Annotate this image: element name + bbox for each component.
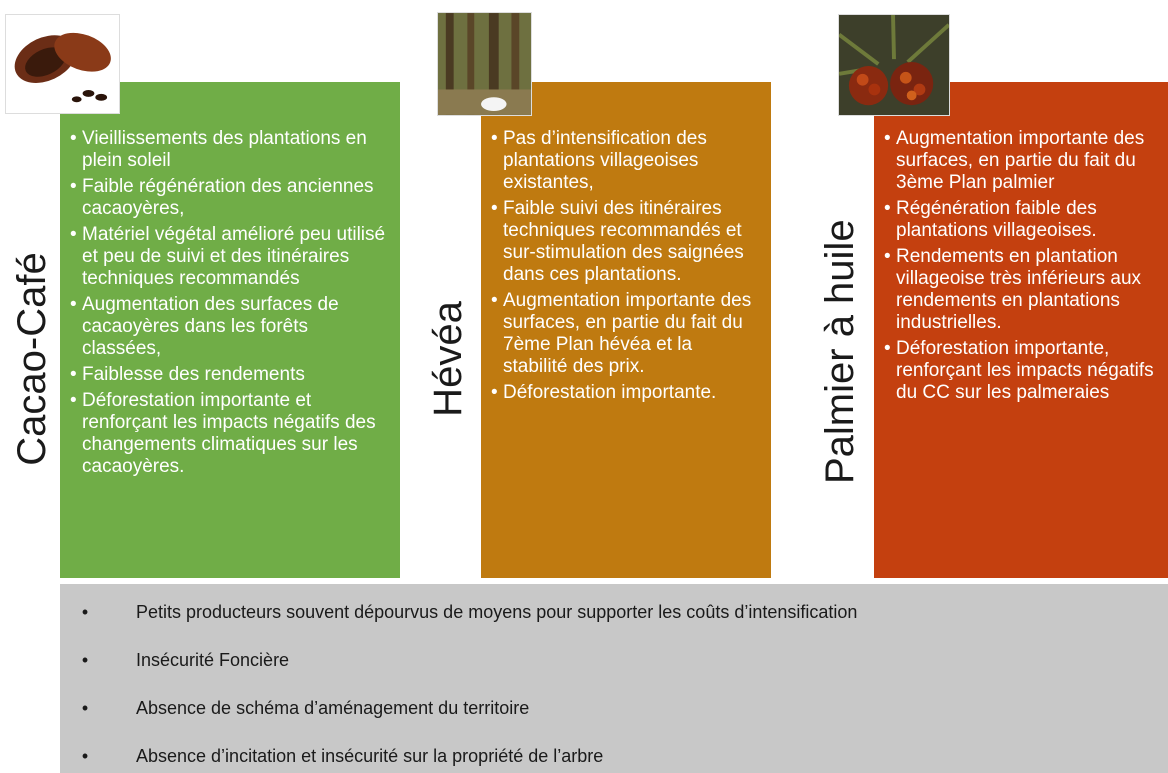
list-item: Déforestation importante. [491,382,759,404]
list-item: Vieillissements des plantations en plein… [70,128,388,172]
list-item: Pas d’intensification des plantations vi… [491,128,759,194]
cacao-cafe-bullet-list: Vieillissements des plantations en plein… [70,128,388,478]
list-item: Faible régénération des anciennes cacaoy… [70,176,388,220]
bullet-glyph: • [81,698,89,718]
hevea-bullet-list: Pas d’intensification des plantations vi… [491,128,759,404]
list-item: Augmentation importante des surfaces, en… [491,290,759,378]
constraints-panel: • Petits producteurs souvent dépourvus d… [60,584,1168,773]
hevea-title: Hévéa [426,301,470,417]
list-item: Augmentation importante des surfaces, en… [884,128,1156,194]
constraint-text: Insécurité Foncière [136,650,290,670]
palmier-title: Palmier à huile [818,219,862,484]
bullet-glyph: • [81,650,89,670]
constraints-list: • Petits producteurs souvent dépourvus d… [80,600,1168,768]
list-item: • Insécurité Foncière [80,648,1168,672]
list-item: Régénération faible des plantations vill… [884,198,1156,242]
hevea-panel: Pas d’intensification des plantations vi… [481,82,771,578]
oil-palm-fruit-icon [838,14,950,116]
list-item: • Petits producteurs souvent dépourvus d… [80,600,1168,624]
list-item: Déforestation importante et renforçant l… [70,390,388,478]
constraint-text: Absence de schéma d’aménagement du terri… [136,698,530,718]
list-item: Rendements en plantation villageoise trè… [884,246,1156,334]
constraint-text: Absence d’incitation et insécurité sur l… [136,746,604,766]
list-item: • Absence de schéma d’aménagement du ter… [80,696,1168,720]
cacao-cafe-panel: Vieillissements des plantations en plein… [60,82,400,578]
list-item: Déforestation importante, renforçant les… [884,338,1156,404]
list-item: Augmentation des surfaces de cacaoyères … [70,294,388,360]
rubber-tree-icon [437,12,532,116]
bullet-glyph: • [81,746,89,766]
list-item: • Absence d’incitation et insécurité sur… [80,744,1168,768]
list-item: Faible suivi des itinéraires techniques … [491,198,759,286]
list-item: Faiblesse des rendements [70,364,388,386]
bullet-glyph: • [81,602,89,622]
palmier-bullet-list: Augmentation importante des surfaces, en… [884,128,1156,404]
cacao-cafe-title: Cacao-Café [10,252,54,466]
constraint-text: Petits producteurs souvent dépourvus de … [136,602,858,622]
palmier-panel: Augmentation importante des surfaces, en… [874,82,1168,578]
cocoa-pod-icon [5,14,120,114]
list-item: Matériel végétal amélioré peu utilisé et… [70,224,388,290]
